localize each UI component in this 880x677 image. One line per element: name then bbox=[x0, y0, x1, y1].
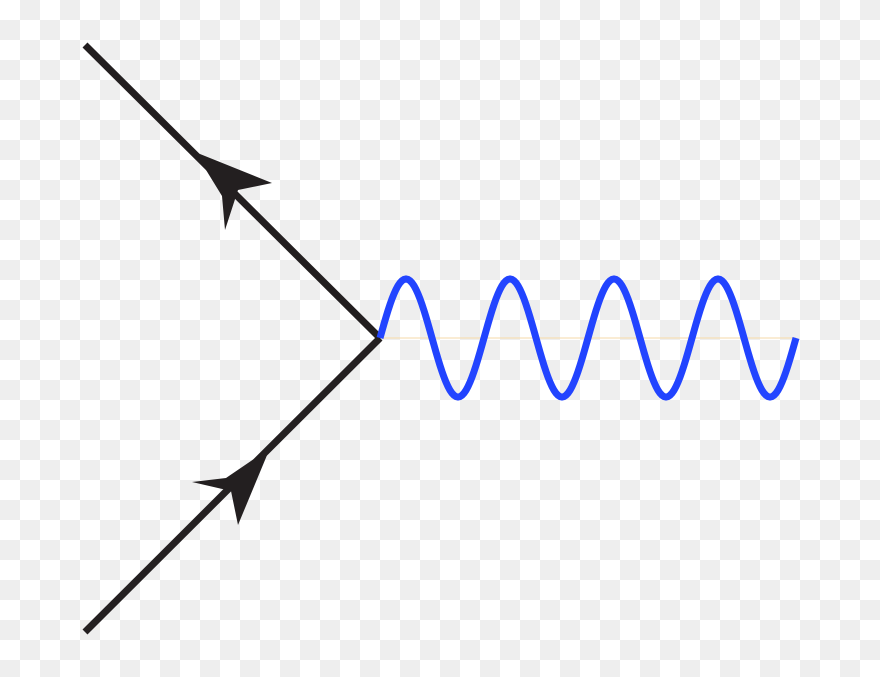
upper-arrow-icon bbox=[195, 152, 272, 230]
lower-arrow-icon bbox=[192, 448, 270, 525]
photon-wave bbox=[376, 275, 800, 401]
